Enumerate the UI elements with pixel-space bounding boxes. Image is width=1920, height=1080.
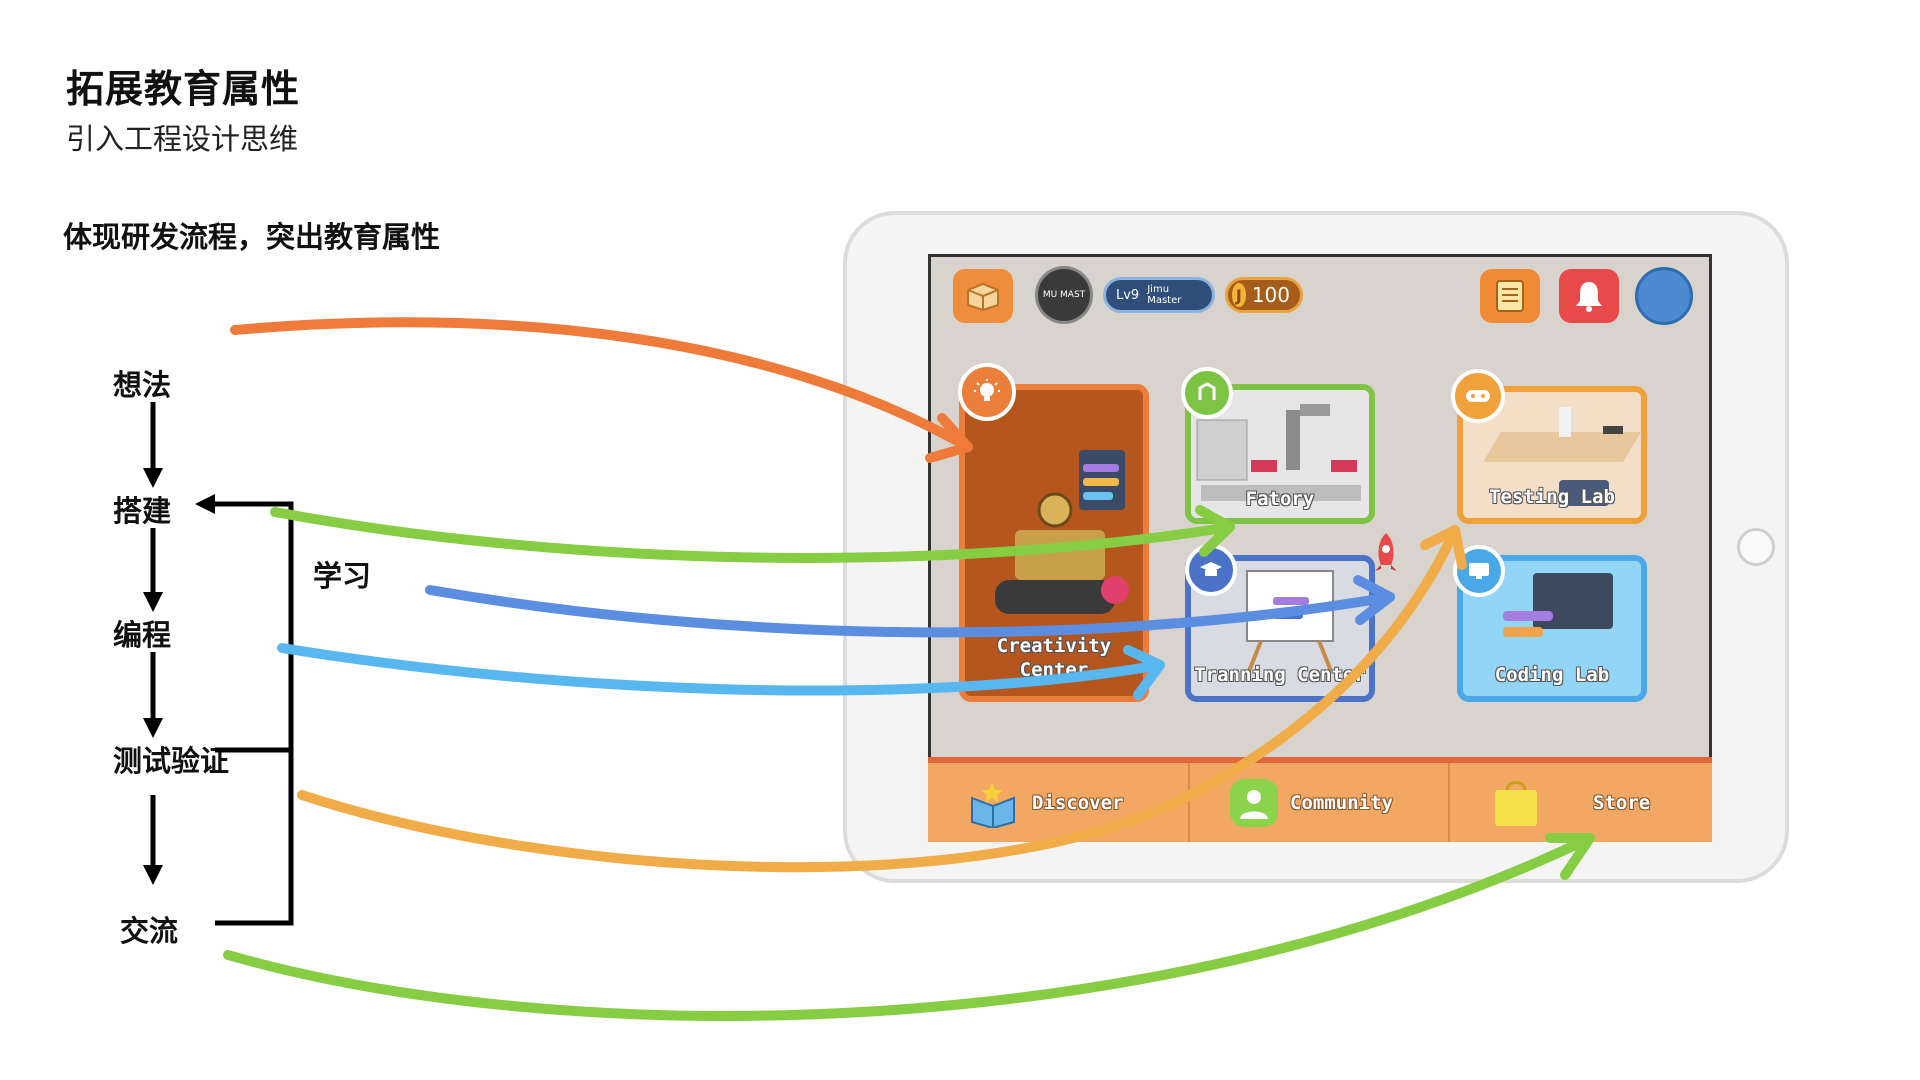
arrow-code-to-training [425, 585, 1395, 638]
factory-illustration-icon [1191, 390, 1369, 518]
notes-icon[interactable] [1480, 269, 1540, 323]
bell-icon[interactable] [1559, 269, 1619, 323]
book-icon [968, 778, 1018, 829]
arrow-test-to-testing-lab-head [1420, 525, 1467, 570]
card-label-testing: Testing Lab [1489, 486, 1615, 508]
level-title: Jimu Master [1147, 284, 1182, 306]
card-testing-lab[interactable]: Testing Lab [1457, 386, 1647, 524]
step-build: 搭建 [113, 494, 172, 528]
level-badge: Lv9 Jimu Master [1103, 277, 1215, 313]
nav-divider [1448, 763, 1450, 842]
nav-label-discover: Discover [1032, 791, 1124, 814]
nav-store[interactable]: Store [1493, 763, 1703, 842]
page-subtitle: 引入工程设计思维 [66, 122, 299, 156]
step-share: 交流 [120, 914, 179, 948]
page-title: 拓展教育属性 [66, 67, 301, 111]
rocket-icon [1371, 531, 1401, 579]
step-test: 测试验证 [113, 744, 230, 778]
nav-divider [1188, 763, 1190, 842]
card-label-factory: Fatory [1245, 488, 1315, 510]
arrow-test-to-testing-lab [297, 525, 1460, 873]
arrow-build-to-factory-head [1195, 505, 1235, 557]
robot-avatar-icon[interactable] [1635, 267, 1693, 325]
section-title: 体现研发流程，突出教育属性 [63, 220, 441, 254]
coin-icon: J [1232, 283, 1246, 307]
feedback-loop-line [195, 494, 294, 926]
arrow-code-to-training-b-head [1123, 645, 1165, 700]
factory-badge-icon [1181, 367, 1233, 419]
home-button[interactable] [1737, 528, 1775, 566]
community-icon [1228, 777, 1280, 829]
box-icon[interactable] [953, 269, 1013, 323]
app-screen: MU MAST Lv9 Jimu Master J 100 Creativity… [928, 254, 1712, 842]
arrow-build-to-factory [270, 507, 1235, 563]
lightbulb-icon [958, 363, 1016, 421]
arrow-code-to-training-b [277, 643, 1165, 696]
arrow-idea-to-creativity-head [925, 413, 973, 463]
testing-illustration-icon [1463, 392, 1641, 518]
arrow-code-to-training-head [1353, 575, 1395, 625]
user-avatar[interactable]: MU MAST [1035, 266, 1093, 324]
nav-community[interactable]: Community [1228, 763, 1448, 842]
coin-count: 100 [1251, 283, 1290, 307]
arrow-share-to-store-head [1545, 833, 1595, 880]
shopping-bag-icon [1493, 778, 1539, 828]
gamepad-icon [1451, 369, 1505, 423]
arrow-share-to-store [223, 833, 1595, 1021]
bottom-nav: Discover Community Store [928, 757, 1712, 842]
nav-label-store: Store [1593, 791, 1651, 814]
step-code: 编程 [113, 618, 172, 652]
nav-label-community: Community [1290, 791, 1393, 814]
card-label-training: Tranning Center [1194, 664, 1366, 686]
card-label-coding: Coding Lab [1494, 664, 1610, 686]
coin-counter[interactable]: J 100 [1225, 277, 1303, 313]
level-text: Lv9 [1116, 287, 1140, 303]
arrow-idea-to-creativity [230, 317, 973, 452]
nav-discover[interactable]: Discover [968, 763, 1168, 842]
loop-label-learn: 学习 [313, 559, 372, 593]
step-idea: 想法 [113, 368, 172, 402]
